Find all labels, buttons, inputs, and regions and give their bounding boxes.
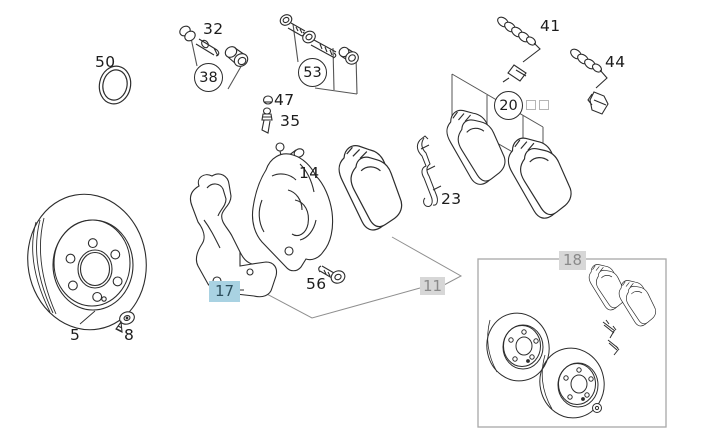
part-label-35[interactable]: 35 <box>280 112 301 130</box>
retaining-spring-23 <box>416 135 442 207</box>
part-label-50[interactable]: 50 <box>95 53 116 71</box>
leader-lines <box>247 236 463 319</box>
pad-pair-11 <box>334 138 406 235</box>
part-label-44[interactable]: 44 <box>605 53 626 71</box>
part-label-8[interactable]: 8 <box>124 326 135 344</box>
wear-sensor-44 <box>570 48 609 115</box>
part-label-14[interactable]: 14 <box>299 164 320 182</box>
lock-ring-50 <box>98 65 132 105</box>
disc-screw-8 <box>115 311 135 333</box>
part-label-32[interactable]: 32 <box>203 20 224 38</box>
part-label-47[interactable]: 47 <box>274 91 295 109</box>
part-label-5[interactable]: 5 <box>70 326 81 344</box>
cap-nut-47 <box>262 95 274 105</box>
guide-pin-kit-38 <box>179 25 249 90</box>
brake-disc-5 <box>27 193 147 331</box>
part-label-18[interactable]: 18 <box>559 251 586 270</box>
caliper-14 <box>251 142 334 272</box>
part-callout-53[interactable]: 53 <box>298 58 327 87</box>
part-label-41[interactable]: 41 <box>540 17 561 35</box>
quantity-checkbox[interactable] <box>539 100 549 110</box>
accessory-kit-18 <box>477 258 667 428</box>
bleeder-valve-35 <box>261 107 273 134</box>
bolt-kit-53 <box>279 14 359 95</box>
part-label-11[interactable]: 11 <box>420 277 445 295</box>
wear-sensor-41 <box>497 16 541 83</box>
part-label-17-selected[interactable]: 17 <box>209 281 240 302</box>
part-callout-20[interactable]: 20 <box>494 91 523 120</box>
caliper-bolt-56 <box>318 265 346 284</box>
part-label-23[interactable]: 23 <box>441 190 462 208</box>
quantity-checkbox[interactable] <box>526 100 536 110</box>
part-label-56[interactable]: 56 <box>306 275 327 293</box>
part-callout-38[interactable]: 38 <box>194 63 223 92</box>
